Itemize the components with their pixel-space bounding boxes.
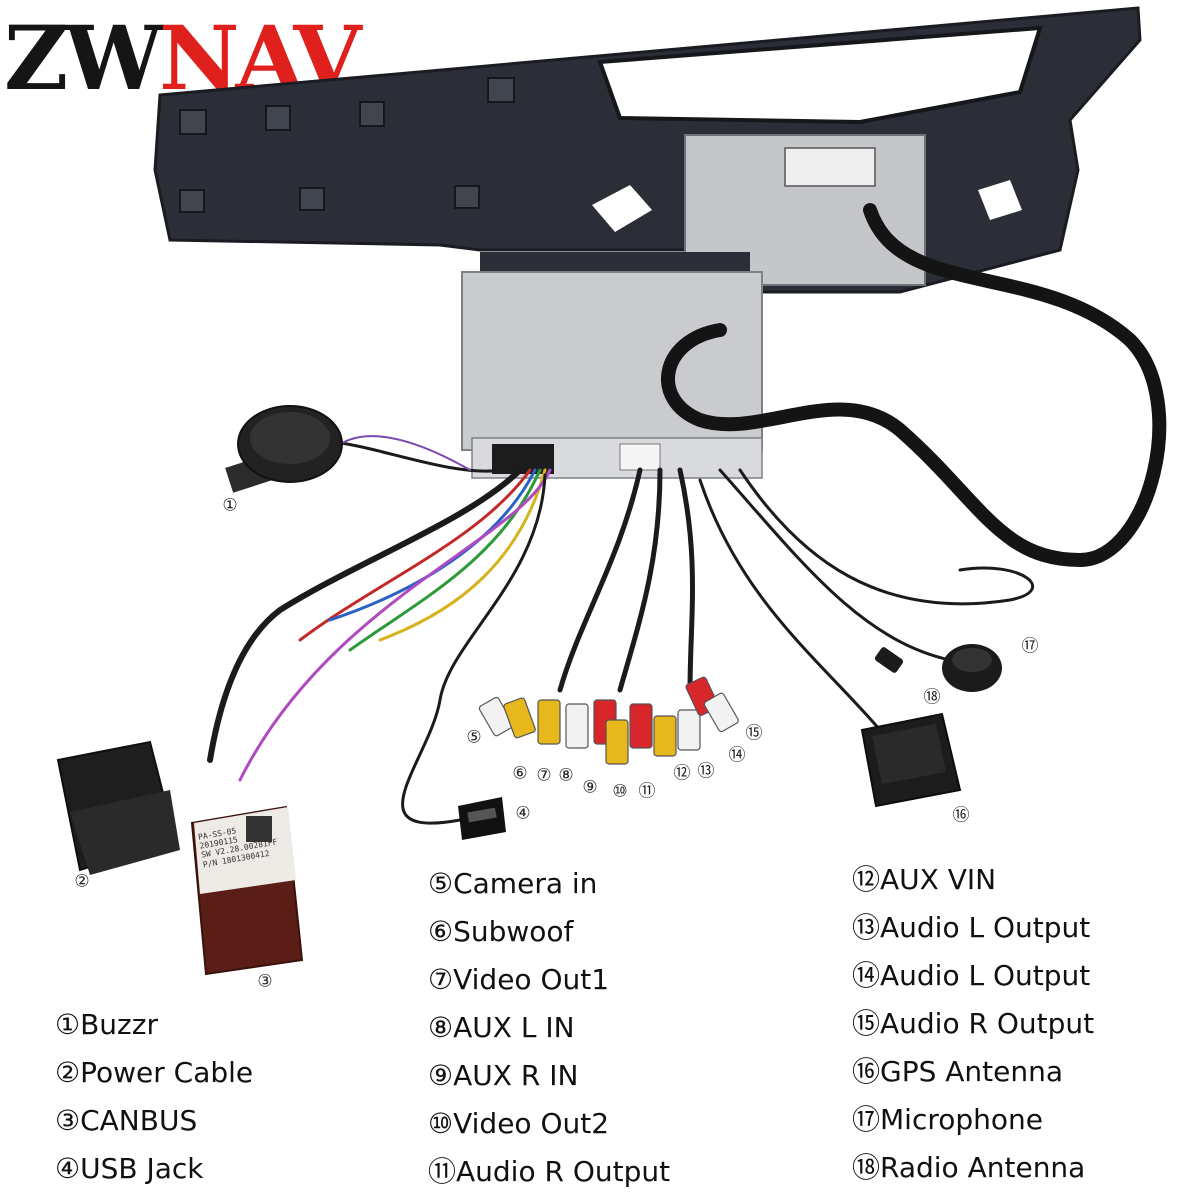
antenna-loom-cable bbox=[661, 203, 1167, 568]
power-connector-block bbox=[56, 740, 180, 875]
legend-item-audio-r-output-15: ⑮Audio R Output bbox=[852, 1007, 1095, 1040]
rear-connector-block bbox=[784, 147, 876, 187]
callout-9: ⑨ bbox=[582, 777, 598, 798]
radio-antenna-plug bbox=[874, 647, 904, 673]
buzzer-speaker bbox=[225, 405, 343, 493]
legend-item-gps-antenna: ⑯GPS Antenna bbox=[852, 1055, 1064, 1088]
callout-18: ⑱ bbox=[923, 687, 941, 708]
head-unit-main-port bbox=[492, 444, 554, 474]
usb-jack bbox=[458, 797, 506, 840]
callout-15: ⑮ bbox=[745, 723, 763, 744]
legend-item-video-out1: ⑦Video Out1 bbox=[428, 963, 610, 996]
callout-3: ③ bbox=[257, 971, 273, 992]
legend-item-audio-l-output-14: ⑭Audio L Output bbox=[852, 959, 1091, 992]
callout-14: ⑭ bbox=[728, 745, 746, 766]
callout-1: ① bbox=[222, 495, 238, 516]
panel-display-cutout bbox=[597, 25, 1043, 125]
legend-item-power-cable: ②Power Cable bbox=[55, 1056, 254, 1089]
canbus-decoder-box bbox=[190, 805, 304, 976]
callout-10: ⑩ bbox=[612, 781, 628, 802]
panel-hole-right bbox=[978, 180, 1022, 220]
callout-11: ⑪ bbox=[638, 781, 656, 802]
panel-hole-left bbox=[592, 185, 652, 232]
legend-item-audio-r-output-11: ⑪Audio R Output bbox=[428, 1155, 671, 1188]
brand-logo: ZWNAV bbox=[4, 14, 362, 102]
legend-item-aux-vin: ⑫AUX VIN bbox=[852, 863, 997, 896]
legend-item-aux-l-in: ⑧AUX L IN bbox=[428, 1011, 575, 1044]
callout-13: ⑬ bbox=[697, 761, 715, 782]
legend-item-usb-jack: ④USB Jack bbox=[55, 1152, 204, 1185]
legend-item-camera-in: ⑤Camera in bbox=[428, 867, 598, 900]
callout-16: ⑯ bbox=[952, 805, 970, 826]
legend-item-audio-l-output-13: ⑬Audio L Output bbox=[852, 911, 1091, 944]
callout-8: ⑧ bbox=[558, 765, 574, 786]
legend-item-radio-antenna: ⑱Radio Antenna bbox=[852, 1151, 1086, 1184]
callout-2: ② bbox=[74, 871, 90, 892]
legend-item-buzzer: ①Buzzr bbox=[55, 1008, 158, 1041]
gps-antenna bbox=[860, 712, 962, 808]
legend-item-subwoofer: ⑥Subwoof bbox=[428, 915, 574, 948]
callout-6: ⑥ bbox=[512, 763, 528, 784]
panel-mount-clips bbox=[179, 77, 515, 213]
callout-12: ⑫ bbox=[673, 763, 691, 784]
rca-connectors bbox=[478, 676, 739, 765]
brand-logo-part1: ZW bbox=[4, 6, 163, 110]
callout-17: ⑰ bbox=[1021, 636, 1039, 657]
callout-5: ⑤ bbox=[466, 727, 482, 748]
legend-item-video-out2: ⑩Video Out2 bbox=[428, 1107, 610, 1140]
head-unit-aux-port bbox=[619, 443, 661, 471]
legend-item-microphone: ⑰Microphone bbox=[852, 1103, 1043, 1136]
microphone bbox=[942, 644, 1002, 692]
callout-4: ④ bbox=[515, 803, 531, 824]
legend-item-aux-r-in: ⑨AUX R IN bbox=[428, 1059, 579, 1092]
legend-item-canbus: ③CANBUS bbox=[55, 1104, 198, 1137]
callout-7: ⑦ bbox=[536, 765, 552, 786]
